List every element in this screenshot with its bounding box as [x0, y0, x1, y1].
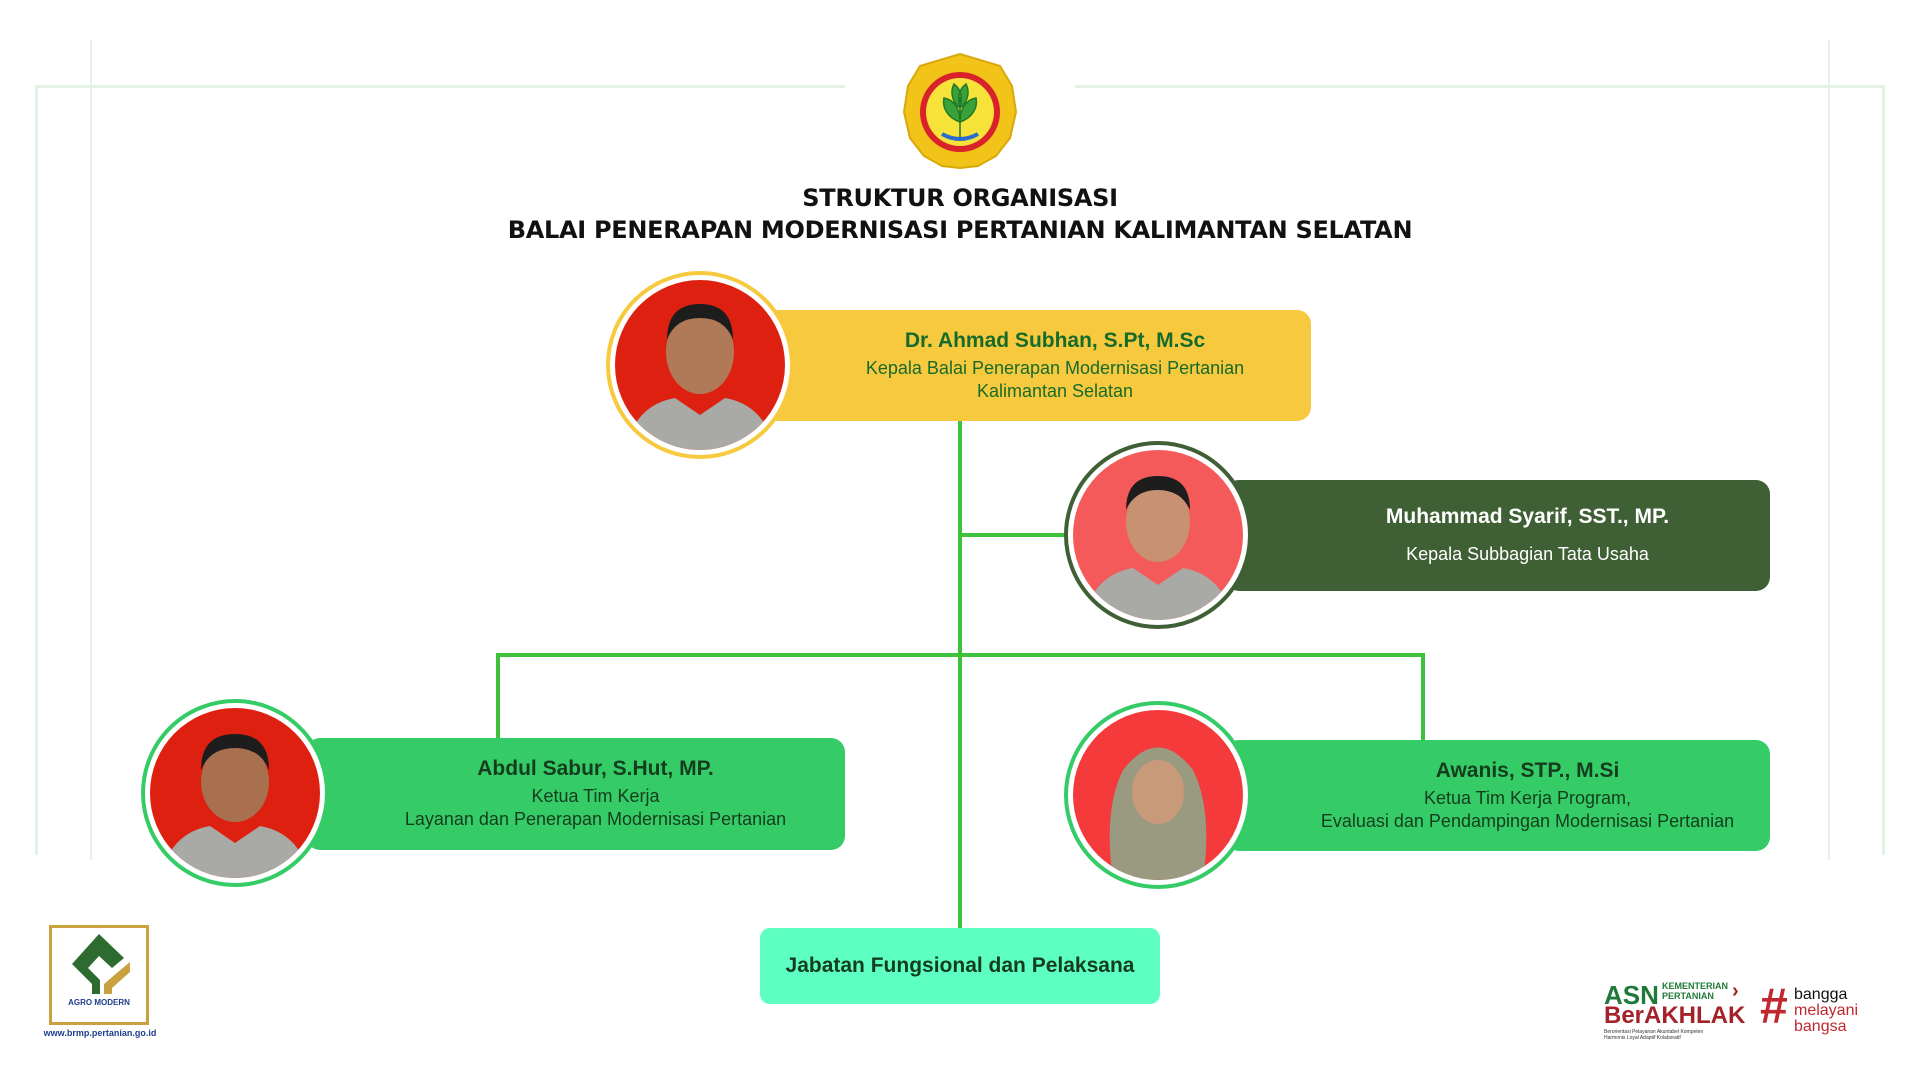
member-name: Muhammad Syarif, SST., MP. [1385, 505, 1670, 528]
berakhlak-desc: Harmonis Loyal Adaptif Kolaboratif [1604, 1035, 1681, 1041]
member-name: Dr. Ahmad Subhan, S.Pt, M.Sc [904, 328, 1206, 352]
kementerian-text: KEMENTERIAN [1662, 981, 1729, 991]
member-role: Evaluasi dan Pendampingan Modernisasi Pe… [1320, 810, 1735, 831]
member-photo-program [1064, 701, 1252, 889]
agro-modern-logo: AGRO MODERN [49, 925, 149, 1025]
connector-to-tu [960, 533, 1075, 537]
page-title-line1: STRUKTUR ORGANISASI [802, 184, 1118, 212]
member-role: Ketua Tim Kerja Program, [1423, 787, 1632, 808]
bangga-melayani-bangsa-logo: # bangga melayani bangsa [1760, 978, 1880, 1035]
agro-modern-label: AGRO MODERN [68, 998, 130, 1007]
connector-right-drop [1421, 653, 1425, 741]
berakhlak-text: BerAKHLAK [1604, 1002, 1746, 1029]
website-link[interactable]: www.brmp.pertanian.go.id [43, 1028, 157, 1038]
member-role: Kepala Subbagian Tata Usaha [1406, 544, 1649, 564]
hashtag-icon: # [1760, 978, 1788, 1034]
member-role: Kepala Balai Penerapan Modernisasi Perta… [865, 357, 1245, 378]
bangga-text: bangga [1794, 986, 1848, 1003]
member-card-head: Dr. Ahmad Subhan, S.Pt, M.Sc Kepala Bala… [759, 310, 1311, 421]
ornament-inner-left [90, 40, 92, 860]
member-photo-head [606, 271, 794, 459]
page-title-line2: BALAI PENERAPAN MODERNISASI PERTANIAN KA… [507, 216, 1413, 244]
connector-main-vertical [958, 421, 962, 929]
member-role: Kalimantan Selatan [976, 380, 1134, 401]
member-role: Layanan dan Penerapan Modernisasi Pertan… [404, 809, 787, 829]
asn-berakhlak-logo: ASN KEMENTERIAN PERTANIAN › BerAKHLAK Be… [1604, 980, 1754, 1041]
agro-modern-icon [72, 934, 130, 994]
functional-staff-box: Jabatan Fungsional dan Pelaksana [760, 928, 1160, 1004]
member-card-program: Awanis, STP., M.Si Ketua Tim Kerja Progr… [1225, 740, 1770, 851]
chevron-right-icon: › [1732, 980, 1739, 1002]
connector-horizontal [496, 653, 1425, 657]
member-photo-tu [1064, 441, 1252, 629]
berakhlak-desc: Berorientasi Pelayanan Akuntabel Kompete… [1604, 1029, 1704, 1035]
member-name: Awanis, STP., M.Si [1435, 758, 1620, 782]
asn-text: ASN [1604, 980, 1659, 1010]
member-card-tu: Muhammad Syarif, SST., MP. Kepala Subbag… [1225, 480, 1770, 591]
kementan-logo [902, 52, 1018, 170]
ornament-inner-right [1828, 40, 1830, 860]
melayani-text: melayani [1794, 1002, 1859, 1019]
member-role: Ketua Tim Kerja [531, 786, 660, 806]
pertanian-text: PERTANIAN [1662, 991, 1714, 1001]
member-name: Abdul Sabur, S.Hut, MP. [477, 757, 714, 780]
bangsa-text: bangsa [1794, 1018, 1847, 1035]
member-photo-layanan [141, 699, 329, 887]
ornament-border-top-left [35, 85, 845, 855]
member-card-layanan: Abdul Sabur, S.Hut, MP. Ketua Tim Kerja … [306, 738, 845, 850]
ornament-border-top-right [1075, 85, 1885, 855]
functional-staff-label: Jabatan Fungsional dan Pelaksana [785, 954, 1135, 977]
connector-left-drop [496, 653, 500, 739]
